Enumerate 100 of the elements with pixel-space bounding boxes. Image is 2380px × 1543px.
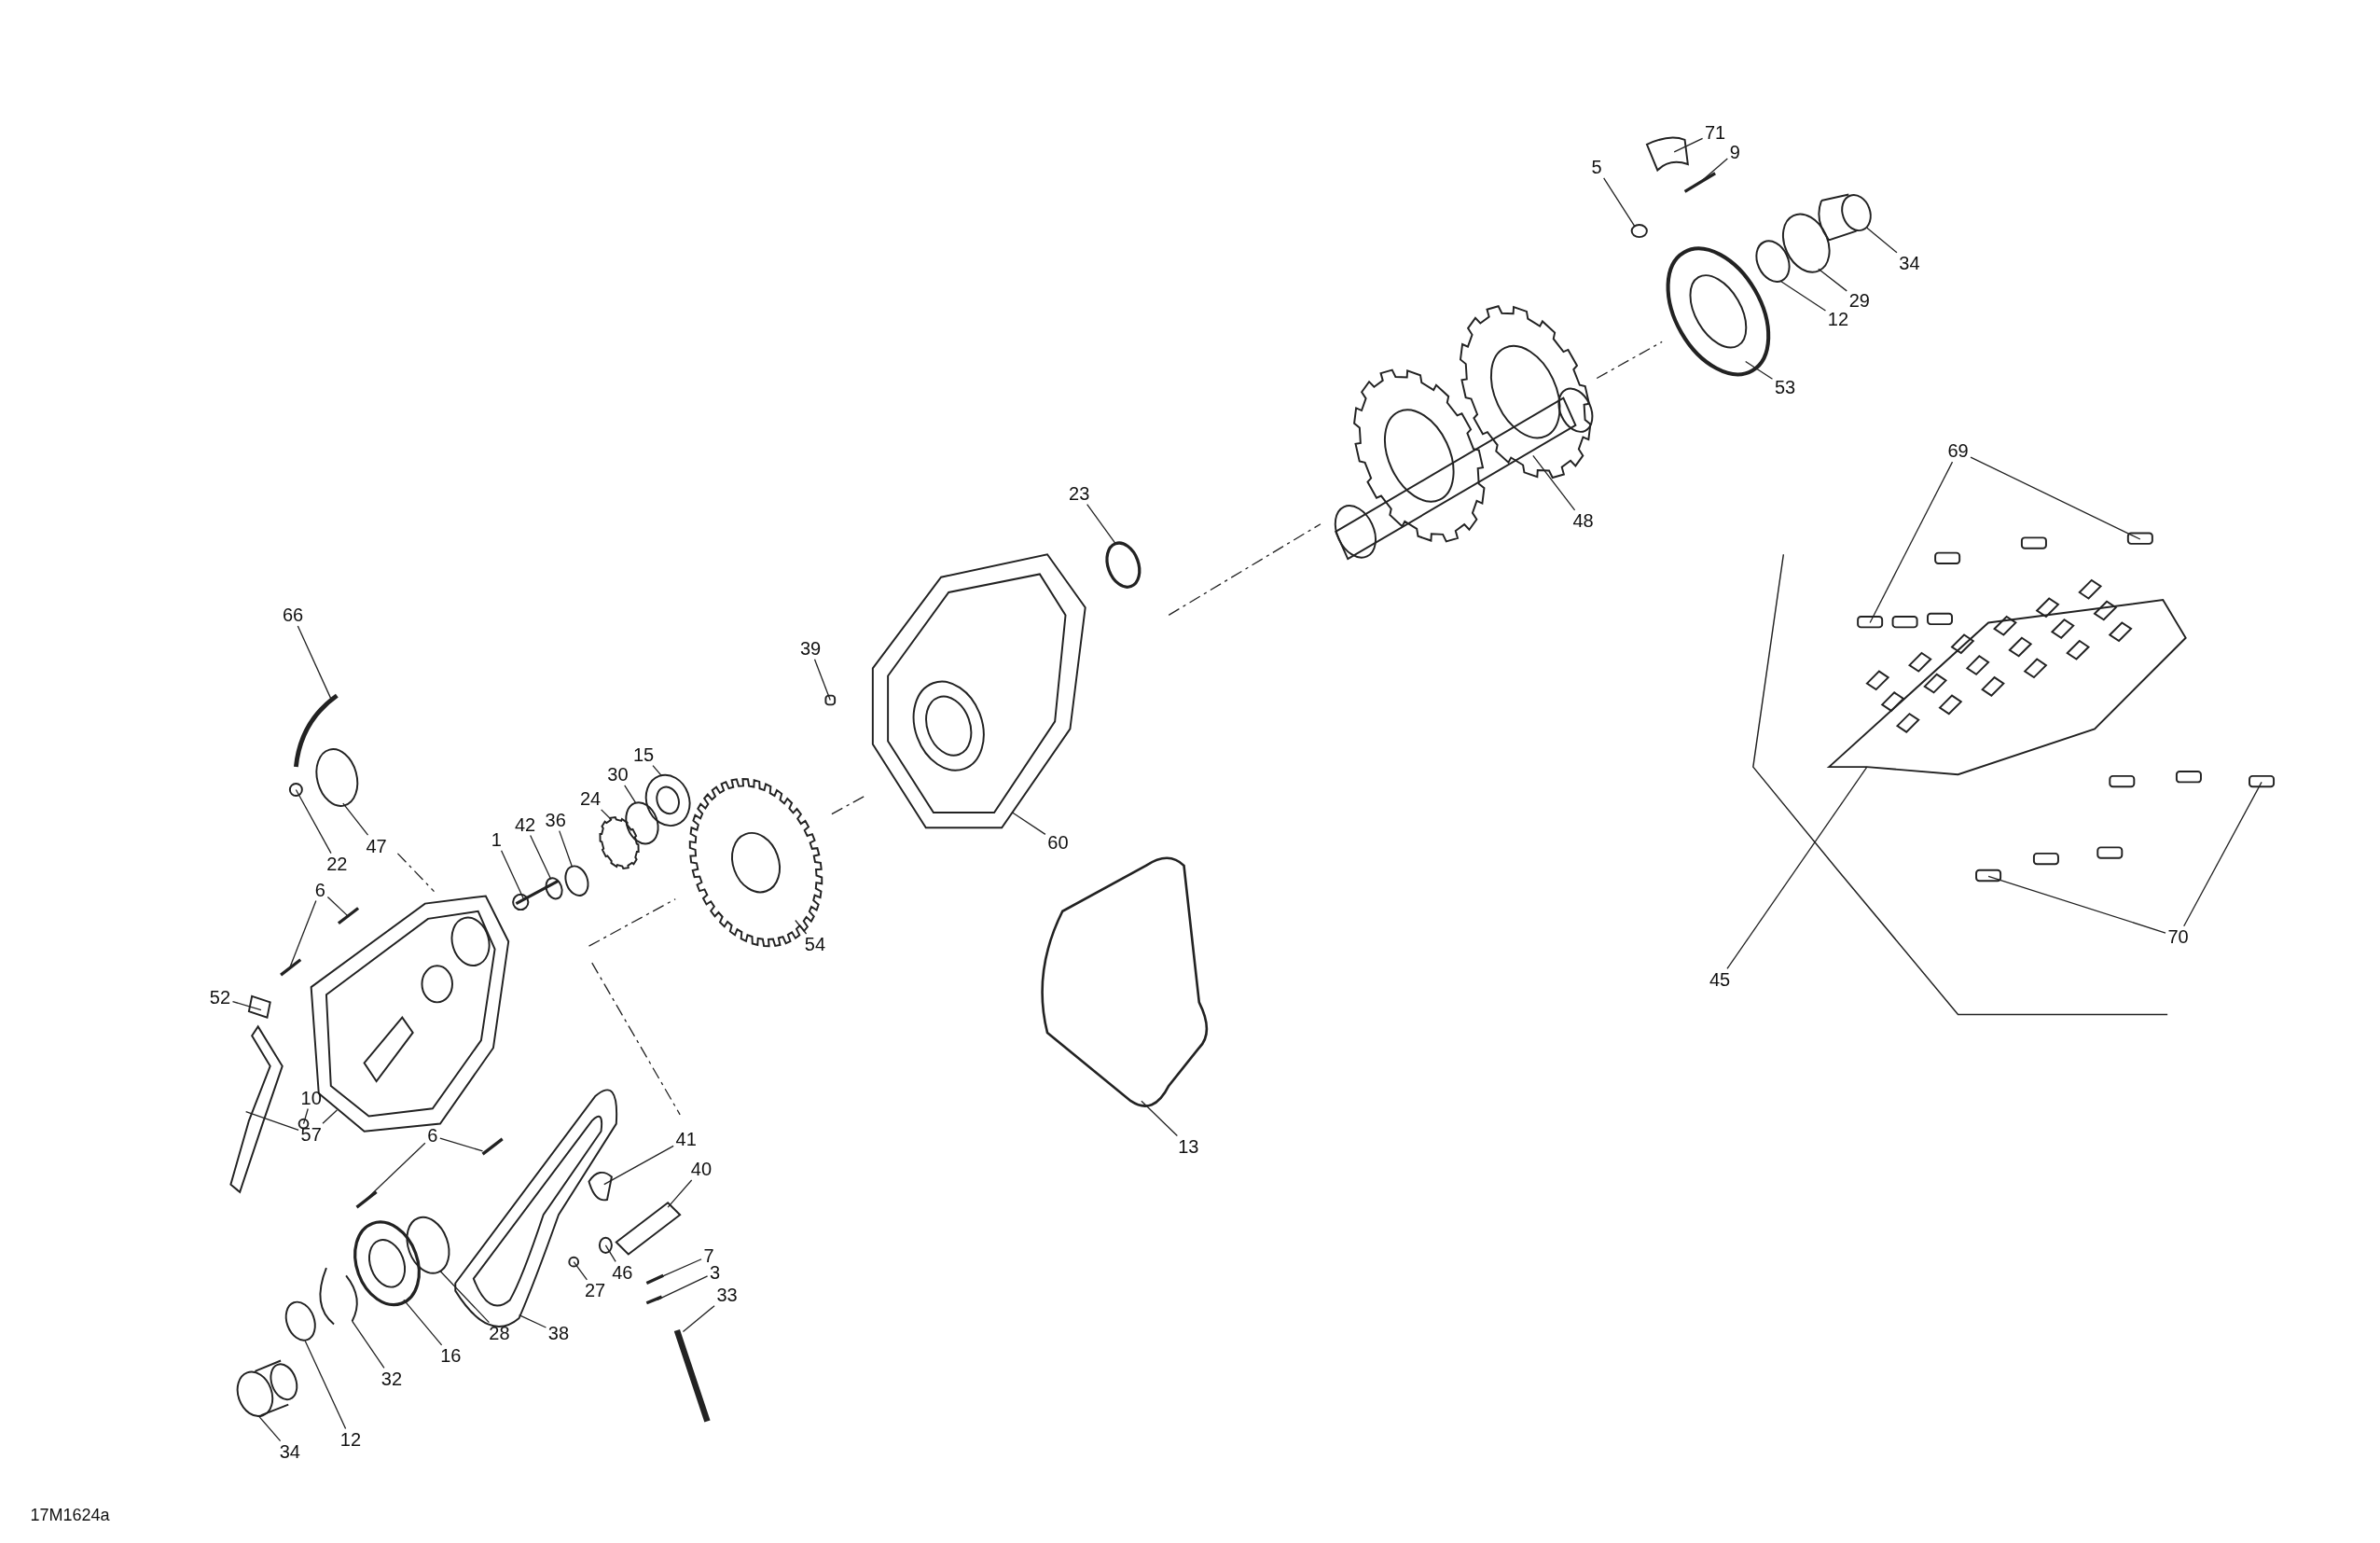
ring-drawing (625, 801, 659, 845)
nut-drawing (298, 1118, 310, 1130)
bracket-drawing (1645, 136, 1689, 172)
bolt-drawing (512, 879, 560, 911)
track-cleat-drawing (1826, 578, 2187, 776)
ring-drawing (284, 1300, 316, 1341)
fitting-drawing (288, 783, 303, 797)
leader-line (326, 896, 349, 917)
leader-line (573, 1261, 588, 1281)
callout-number: 71 (1705, 122, 1726, 142)
gasket-drawing (1041, 856, 1209, 1107)
washer-drawing (545, 877, 563, 900)
leader-line (439, 1137, 484, 1152)
callout-number: 46 (612, 1262, 633, 1282)
leader-line (500, 850, 525, 900)
callout-number: 34 (1899, 253, 1920, 272)
leader-line (813, 659, 831, 702)
callout-number: 66 (283, 605, 304, 625)
seal-drawing (353, 1220, 421, 1307)
leader-line (1086, 504, 1116, 545)
clip-drawing (1857, 616, 1884, 629)
leader-line (1866, 227, 1898, 254)
callout-number: 30 (607, 765, 629, 785)
callout-number: 12 (1827, 309, 1849, 328)
bolt-drawing (280, 958, 302, 977)
callout-number: 70 (2167, 927, 2189, 947)
leader-line (257, 1414, 282, 1442)
bolt-drawing (481, 1137, 504, 1156)
callout-number: 52 (209, 988, 231, 1008)
callout-number: 23 (1069, 483, 1090, 503)
callout-number: 69 (1947, 441, 1969, 461)
leader-line (652, 765, 663, 777)
leader-line (1779, 280, 1827, 312)
leader-line (1970, 456, 2141, 540)
snap-ring-drawing (319, 1267, 358, 1326)
callout-number: 12 (339, 1429, 362, 1449)
callout-number: 34 (279, 1441, 300, 1461)
hose-drawing (293, 693, 339, 768)
gear-drawing (599, 816, 640, 869)
sleeve-drawing (1818, 193, 1872, 242)
drive-shaft-drawing (1334, 305, 1594, 561)
bolt-drawing (355, 1190, 378, 1209)
callout-number: 7 (703, 1246, 714, 1265)
leader-line (231, 1000, 262, 1011)
ring-drawing (406, 1216, 450, 1274)
leader-line (365, 1142, 426, 1201)
clip-drawing (2249, 774, 2276, 788)
arm-drawing (229, 1024, 284, 1194)
leader-line (682, 1305, 715, 1333)
callout-number: 36 (545, 810, 566, 829)
leader-line (1141, 1100, 1178, 1137)
leader-line (530, 834, 552, 881)
ring-drawing (1782, 213, 1831, 273)
leader-line (1987, 875, 2166, 934)
leader-line (245, 1110, 299, 1131)
callout-number: 9 (1729, 142, 1740, 161)
leader-line (351, 1320, 385, 1369)
leader-line (518, 1314, 547, 1328)
leader-line (1011, 812, 1046, 836)
callout-number: 27 (584, 1281, 606, 1300)
clip-drawing (1975, 869, 2002, 883)
spring-drawing (645, 1273, 664, 1285)
leader-line (304, 1340, 347, 1430)
leader-line (795, 919, 808, 935)
callout-number: 45 (1709, 969, 1731, 989)
leader-line (604, 1244, 616, 1262)
plug-drawing (824, 694, 837, 706)
callout-number: 28 (489, 1324, 510, 1342)
nut-drawing (1630, 224, 1648, 239)
bearing-drawing (644, 773, 691, 827)
callout-number: 10 (300, 1088, 322, 1107)
callout-number: 22 (326, 855, 348, 874)
callout-number: 1 (491, 830, 502, 850)
callout-number: 60 (1047, 833, 1069, 853)
housing-drawing (871, 553, 1086, 829)
callout-number: 6 (314, 880, 325, 899)
callout-number: 32 (381, 1369, 403, 1388)
guide-drawing (588, 1171, 613, 1202)
leader-line (1726, 766, 1868, 970)
leader-line (601, 809, 613, 821)
plate-drawing (1666, 246, 1771, 377)
leader-line (1532, 454, 1576, 511)
clip-drawing (2126, 532, 2153, 545)
spacer-drawing (564, 865, 589, 897)
leader-line (624, 785, 637, 804)
callout-number: 41 (675, 1129, 697, 1148)
callout-number: 3 (710, 1262, 721, 1282)
seal-drawing (1105, 541, 1142, 589)
leader-line (2183, 781, 2262, 927)
pin-drawing (1683, 172, 1716, 193)
callout-number: 15 (632, 744, 655, 764)
leader-line (439, 1270, 491, 1324)
leader-line (295, 788, 332, 855)
leader-line (667, 1179, 693, 1208)
leader-line (603, 1145, 674, 1186)
callout-number: 40 (690, 1160, 713, 1179)
callout-number: 42 (515, 814, 536, 834)
callout-number: 38 (547, 1324, 570, 1342)
rod-drawing (673, 1328, 711, 1423)
leader-line (403, 1299, 443, 1346)
